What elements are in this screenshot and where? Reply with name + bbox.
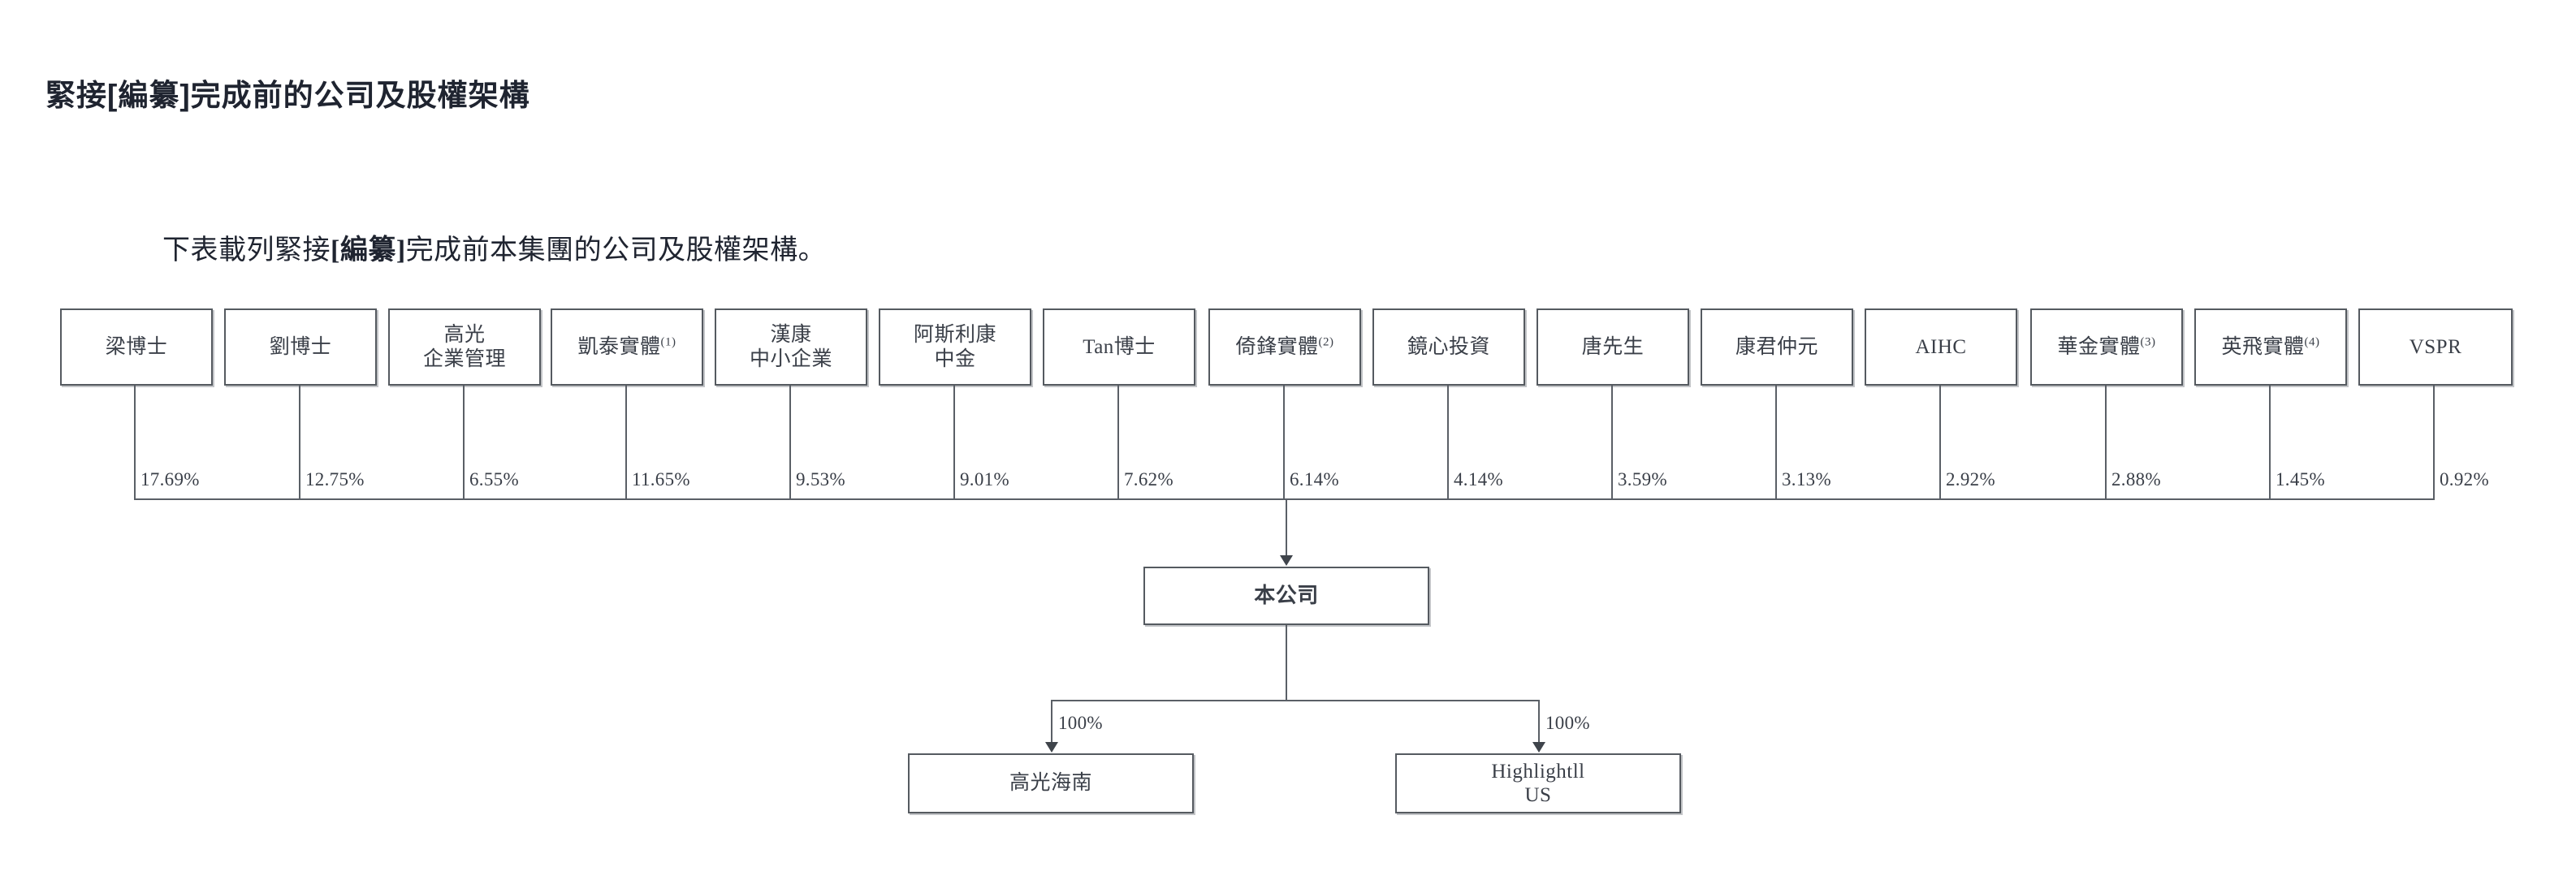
- percent-label-subsidiary-2: 100%: [1545, 713, 1590, 733]
- node-shareholder-4: 凱泰實體(1): [551, 308, 703, 386]
- connector-shareholder-5: [789, 386, 791, 498]
- arrowhead-subsidiary-2: [1532, 742, 1545, 753]
- node-shareholder-1: 梁博士: [60, 308, 213, 386]
- connector-company-down: [1286, 625, 1287, 700]
- connector-subsidiary-1: [1051, 700, 1052, 744]
- connector-shareholder-15: [2433, 386, 2435, 498]
- connector-subsidiary-2: [1538, 700, 1540, 744]
- node-company: 本公司: [1143, 567, 1429, 625]
- footnote-marker: (4): [2304, 335, 2320, 349]
- page-title: 緊接[編纂]完成前的公司及股權架構: [45, 78, 530, 112]
- percent-label-subsidiary-1: 100%: [1058, 713, 1103, 733]
- node-company-label: 本公司: [1254, 583, 1319, 607]
- connector-shareholder-6: [953, 386, 955, 498]
- lead-paragraph-suffix: 完成前本集團的公司及股權架構。: [405, 235, 827, 265]
- node-shareholder-7: Tan博士: [1043, 308, 1195, 386]
- node-subsidiary-1-label: 高光海南: [1009, 772, 1092, 795]
- percent-label-shareholder-2: 12.75%: [305, 469, 365, 490]
- node-shareholder-1-label: 梁博士: [105, 335, 168, 358]
- connector-shareholder-12: [1939, 386, 1941, 498]
- node-shareholder-5-label: 漢康 中小企業: [749, 324, 832, 370]
- connector-shareholder-10: [1611, 386, 1613, 498]
- node-shareholder-10: 唐先生: [1537, 308, 1689, 386]
- percent-label-shareholder-6: 9.01%: [960, 469, 1009, 490]
- percent-label-shareholder-3: 6.55%: [469, 469, 519, 490]
- node-subsidiary-2: Highlightll US: [1395, 753, 1681, 813]
- node-shareholder-13: 華金實體(3): [2030, 308, 2183, 386]
- footnote-marker: (3): [2140, 335, 2156, 349]
- node-shareholder-5: 漢康 中小企業: [715, 308, 867, 386]
- percent-label-shareholder-13: 2.88%: [2111, 469, 2161, 490]
- shareholder-bus-line: [134, 498, 2435, 500]
- node-shareholder-3-label: 高光 企業管理: [422, 324, 506, 370]
- connector-shareholder-8: [1283, 386, 1285, 498]
- lead-paragraph-bold: [編纂]: [331, 235, 406, 265]
- connector-shareholder-4: [625, 386, 627, 498]
- percent-label-shareholder-4: 11.65%: [632, 469, 690, 490]
- arrowhead-to-company: [1280, 555, 1293, 566]
- node-subsidiary-2-label: Highlightll US: [1491, 760, 1585, 807]
- connector-shareholder-13: [2105, 386, 2107, 498]
- arrowhead-subsidiary-1: [1045, 742, 1058, 753]
- node-shareholder-4-label: 凱泰實體(1): [577, 335, 676, 358]
- lead-paragraph: 下表載列緊接[編纂]完成前本集團的公司及股權架構。: [162, 227, 826, 267]
- node-shareholder-13-label: 華金實體(3): [2057, 335, 2156, 358]
- node-shareholder-11-label: 康君仲元: [1735, 335, 1818, 358]
- percent-label-shareholder-5: 9.53%: [796, 469, 845, 490]
- node-shareholder-15: VSPR: [2358, 308, 2513, 386]
- percent-label-shareholder-7: 7.62%: [1124, 469, 1173, 490]
- node-shareholder-8: 倚鋒實體(2): [1208, 308, 1361, 386]
- node-shareholder-6: 阿斯利康 中金: [879, 308, 1031, 386]
- node-shareholder-10-label: 唐先生: [1581, 335, 1645, 358]
- node-shareholder-12-label: AIHC: [1915, 335, 1967, 358]
- percent-label-shareholder-14: 1.45%: [2276, 469, 2325, 490]
- lead-paragraph-prefix: 下表載列緊接: [162, 235, 331, 265]
- connector-shareholder-9: [1447, 386, 1449, 498]
- node-shareholder-11: 康君仲元: [1701, 308, 1853, 386]
- subsidiary-bus-line: [1051, 700, 1540, 701]
- percent-label-shareholder-11: 3.13%: [1782, 469, 1831, 490]
- connector-shareholder-14: [2269, 386, 2271, 498]
- connector-shareholder-1: [134, 386, 136, 498]
- node-shareholder-12: AIHC: [1865, 308, 2017, 386]
- node-shareholder-14-label: 英飛實體(4): [2221, 335, 2320, 358]
- node-shareholder-9-label: 鏡心投資: [1407, 335, 1490, 358]
- node-shareholder-8-label: 倚鋒實體(2): [1235, 335, 1334, 358]
- percent-label-shareholder-8: 6.14%: [1290, 469, 1339, 490]
- node-shareholder-15-label: VSPR: [2409, 335, 2462, 358]
- node-subsidiary-1: 高光海南: [908, 753, 1194, 813]
- node-shareholder-6-label: 阿斯利康 中金: [913, 324, 996, 370]
- node-shareholder-14: 英飛實體(4): [2194, 308, 2347, 386]
- node-shareholder-2: 劉博士: [224, 308, 377, 386]
- percent-label-shareholder-10: 3.59%: [1618, 469, 1667, 490]
- footnote-marker: (2): [1318, 335, 1334, 349]
- node-shareholder-3: 高光 企業管理: [388, 308, 541, 386]
- node-shareholder-2-label: 劉博士: [269, 335, 332, 358]
- percent-label-shareholder-1: 17.69%: [140, 469, 200, 490]
- percent-label-shareholder-15: 0.92%: [2440, 469, 2489, 490]
- percent-label-shareholder-12: 2.92%: [1946, 469, 1995, 490]
- footnote-marker: (1): [660, 335, 676, 349]
- connector-to-company: [1286, 498, 1287, 557]
- connector-shareholder-3: [463, 386, 465, 498]
- percent-label-shareholder-9: 4.14%: [1454, 469, 1503, 490]
- node-shareholder-7-label: Tan博士: [1083, 335, 1156, 358]
- node-shareholder-9: 鏡心投資: [1372, 308, 1525, 386]
- connector-shareholder-7: [1117, 386, 1119, 498]
- connector-shareholder-2: [299, 386, 300, 498]
- connector-shareholder-11: [1775, 386, 1777, 498]
